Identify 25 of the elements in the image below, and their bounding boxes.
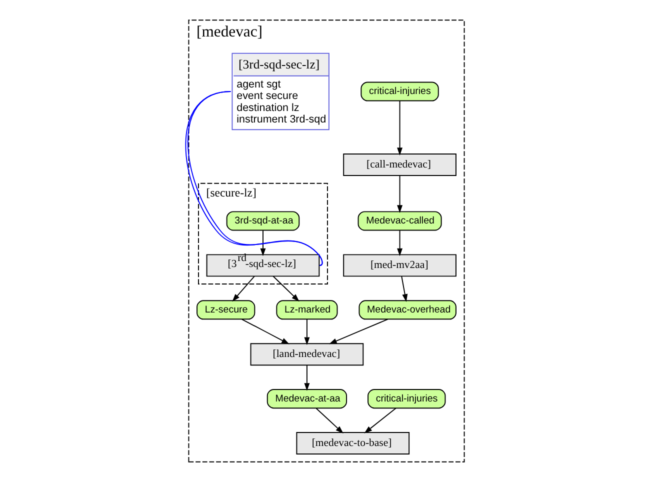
node-box: [med-mv2aa] bbox=[342, 254, 456, 277]
node-box: critical-injuries bbox=[360, 82, 438, 102]
arrow bbox=[304, 318, 310, 346]
arrow bbox=[396, 175, 402, 213]
node-box: 3rd-sqd-at-aa bbox=[226, 211, 300, 231]
arrow bbox=[396, 100, 402, 156]
arrow bbox=[240, 318, 289, 344]
node-box: Lz-secure bbox=[196, 300, 255, 320]
node-box: critical-injuries bbox=[367, 389, 446, 409]
node-box: [medevac-to-base] bbox=[296, 432, 410, 454]
node-box: [call-medevac] bbox=[342, 154, 456, 176]
node-box: Medevac-called bbox=[357, 211, 442, 231]
node-box: Medevac-at-aa bbox=[266, 389, 347, 409]
arrow bbox=[232, 276, 254, 302]
arrow bbox=[315, 408, 343, 434]
arrow bbox=[260, 230, 266, 256]
arrow bbox=[364, 408, 396, 434]
arrow bbox=[400, 276, 408, 302]
node-box: Medevac-overhead bbox=[358, 300, 456, 320]
arrow bbox=[304, 364, 310, 391]
node-box: Lz-marked bbox=[276, 300, 338, 320]
node-box: [land-medevac] bbox=[250, 343, 364, 366]
arrow bbox=[396, 230, 402, 256]
arrow bbox=[272, 276, 299, 302]
arrow bbox=[328, 318, 388, 344]
